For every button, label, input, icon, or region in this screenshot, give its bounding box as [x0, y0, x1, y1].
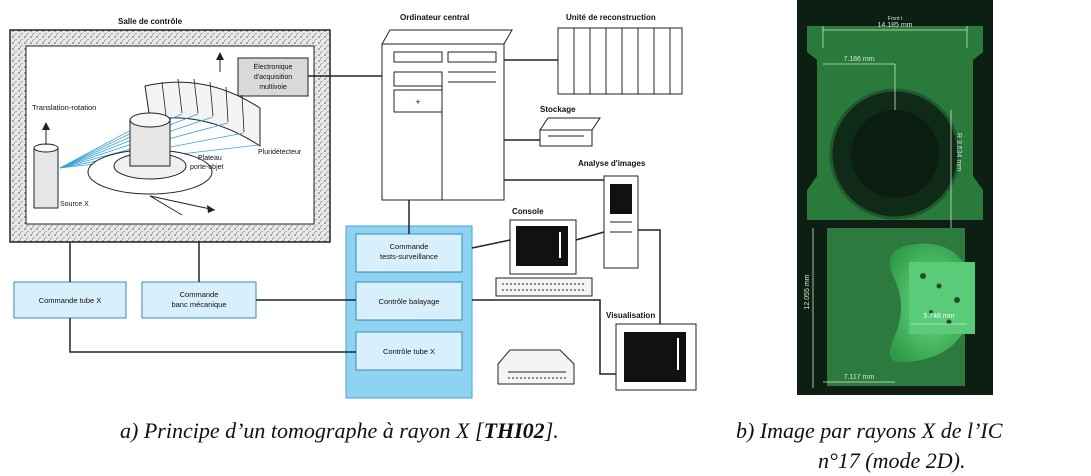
tomograph-diagram: Salle de contrôle Électronique d'acquisi…	[9, 13, 697, 399]
xray-source: Source X Translation-rotation	[32, 52, 224, 209]
svg-text:banc mécanique: banc mécanique	[171, 300, 226, 309]
svg-text:+: +	[415, 97, 420, 107]
caption-a: a) Principe d’un tomographe à rayon X [T…	[120, 418, 559, 443]
svg-text:d'acquisition: d'acquisition	[254, 74, 292, 81]
translation-label: Translation-rotation	[32, 103, 96, 112]
svg-text:Ordinateur central: Ordinateur central	[400, 13, 469, 22]
svg-text:Plateau: Plateau	[198, 155, 222, 162]
xray-top-label: Front t	[888, 16, 903, 22]
control-room-label: Salle de contrôle	[118, 17, 183, 26]
control-panel: Commande tests-surveillance Contrôle bal…	[345, 225, 473, 399]
source-label: Source X	[60, 201, 89, 208]
svg-text:Console: Console	[512, 207, 544, 216]
visualisation-station: Visualisation	[497, 311, 697, 391]
connection-lines	[69, 59, 661, 375]
caption-b-line1: b) Image par rayons X de l’IC	[736, 418, 1003, 443]
svg-text:multivoie: multivoie	[259, 84, 287, 91]
storage-device: Stockage	[539, 105, 601, 147]
xray-width-top: 7.186 mm	[843, 56, 874, 63]
tube-command-box: Commande tube X	[13, 281, 127, 319]
svg-text:Commande tube X: Commande tube X	[39, 296, 102, 305]
console-workstation: Console	[495, 207, 593, 297]
xray-radius: R 3.634 mm	[955, 133, 962, 171]
svg-text:Électronique: Électronique	[254, 62, 293, 71]
xray-width-total: 14.185 mm	[877, 22, 912, 29]
svg-text:Commande: Commande	[180, 290, 219, 299]
caption-a-reference: THI02	[483, 418, 545, 443]
svg-text:Analyse d'images: Analyse d'images	[578, 159, 646, 168]
svg-text:Contrôle balayage: Contrôle balayage	[379, 297, 440, 306]
acquisition-electronics: Électronique d'acquisition multivoie	[237, 57, 309, 97]
xray-inner-width: 5.748 mm	[923, 313, 954, 320]
svg-text:porte-objet: porte-objet	[190, 164, 224, 171]
xray-image: Front t 14.185 mm 7.186 mm R 3.634 mm 12…	[797, 0, 993, 395]
central-computer: Ordinateur central +	[381, 13, 513, 201]
object-plateau: Plateau porte-objet	[87, 112, 224, 216]
detector-arc: Pluridétecteur	[144, 78, 302, 156]
svg-text:Contrôle tube X: Contrôle tube X	[383, 347, 435, 356]
svg-text:tests-surveillance: tests-surveillance	[380, 252, 438, 261]
xray-width-bottom: 7.117 mm	[844, 374, 875, 381]
detector-label: Pluridétecteur	[258, 149, 302, 156]
caption-b-line2: n°17 (mode 2D).	[818, 448, 966, 473]
dimension-lines	[812, 26, 968, 388]
svg-text:Commande: Commande	[390, 242, 429, 251]
svg-text:Visualisation: Visualisation	[606, 311, 655, 320]
bench-command-box: Commande banc mécanique	[141, 281, 257, 319]
xray-height-left: 12.055 mm	[804, 274, 811, 309]
image-analysis-tower: Analyse d'images	[578, 159, 646, 269]
svg-text:Unité de reconstruction: Unité de reconstruction	[566, 13, 656, 22]
svg-text:Stockage: Stockage	[540, 105, 576, 114]
reconstruction-unit: Unité de reconstruction	[557, 13, 683, 95]
